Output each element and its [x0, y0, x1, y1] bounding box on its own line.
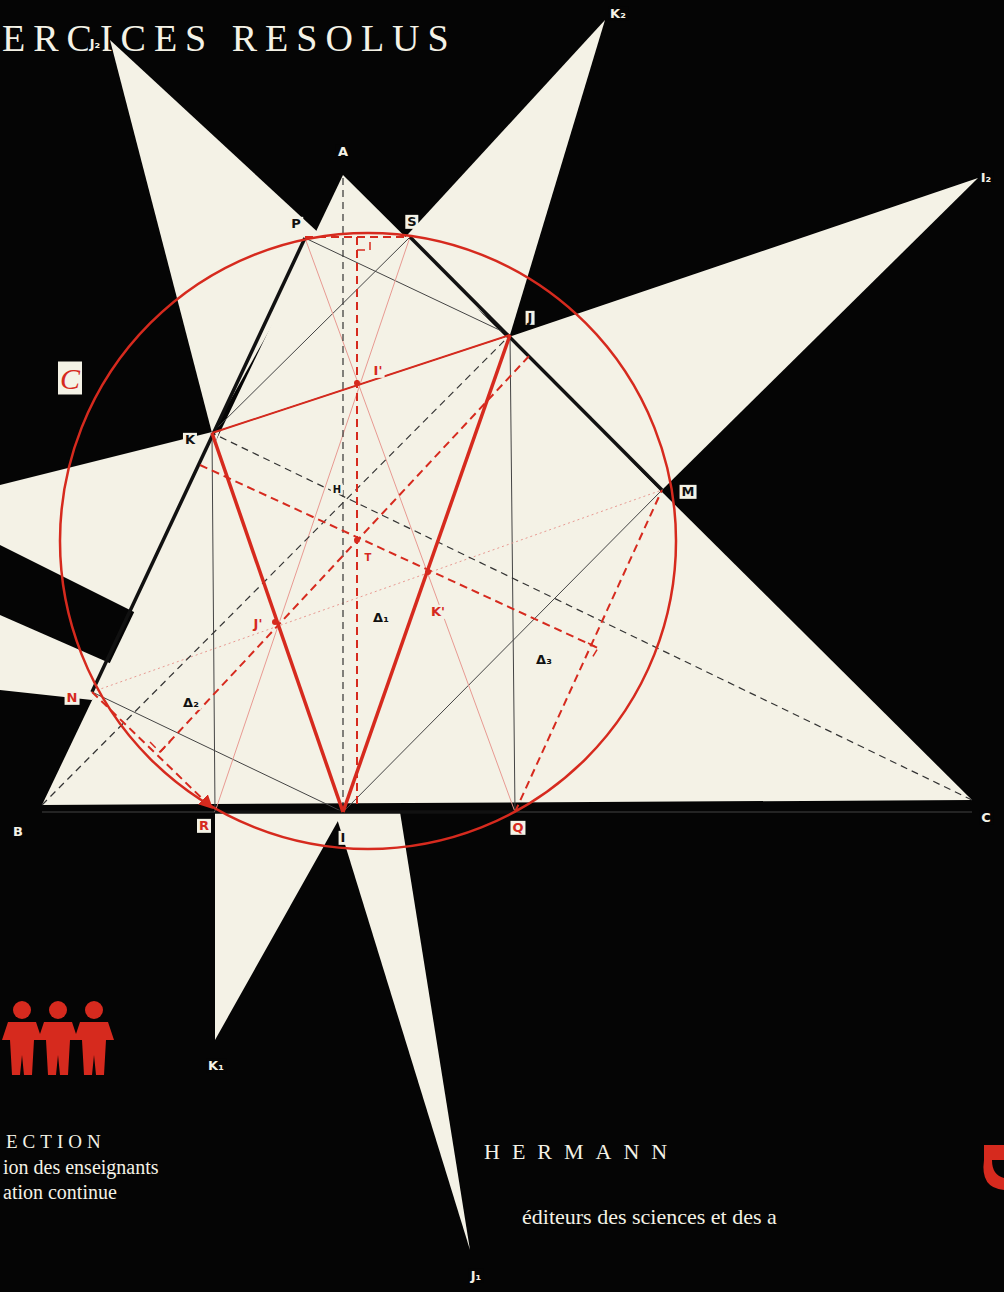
- point-label: J: [526, 311, 535, 325]
- publisher-logo: [983, 1145, 1004, 1190]
- circle-name: C: [58, 362, 82, 395]
- point-label: K': [429, 605, 447, 619]
- point-label: N: [65, 691, 80, 705]
- point-label: R: [197, 819, 211, 833]
- publisher-name: HERMANN: [484, 1140, 679, 1164]
- point-label: K₂: [608, 7, 628, 21]
- red-dashed-lines: [92, 237, 662, 812]
- point-label: P: [289, 217, 303, 231]
- point-label: J': [252, 617, 265, 631]
- red-points: [272, 380, 431, 625]
- point-label: I': [372, 364, 385, 378]
- point-label: K: [183, 433, 197, 447]
- point-label: I₂: [979, 171, 994, 185]
- collection-name: ECTION: [6, 1132, 106, 1153]
- circle-c: [60, 233, 676, 849]
- point-label: T: [363, 552, 374, 563]
- construction-lines: [42, 237, 972, 812]
- dashed-altitudes: [42, 178, 972, 812]
- point-label: J₁: [469, 1269, 484, 1283]
- point-label: Q: [510, 821, 525, 835]
- thick-black-lines: [92, 237, 662, 812]
- collection-name: ation continue: [3, 1181, 117, 1203]
- red-triangle: [212, 335, 510, 812]
- point-label: A: [336, 145, 350, 159]
- point-label: M: [680, 485, 697, 499]
- point-label: J₂: [88, 37, 103, 51]
- point-label: K₁: [206, 1059, 226, 1073]
- point-label: I: [339, 831, 348, 845]
- line-name: Δ₃: [534, 653, 554, 667]
- collection-logo: [2, 1001, 114, 1075]
- point-label: B: [11, 825, 25, 839]
- line-name: Δ₂: [181, 696, 201, 710]
- point-label: C: [979, 811, 993, 825]
- point-label: H: [331, 484, 343, 495]
- pink-lines: [92, 237, 662, 812]
- collection-name: ion des enseignants: [3, 1156, 159, 1178]
- publisher-tagline: éditeurs des sciences et des a: [522, 1205, 777, 1229]
- line-name: Δ₁: [371, 611, 391, 625]
- book-title: ERCICES RESOLUS: [2, 18, 457, 60]
- point-label: S: [405, 215, 418, 229]
- star-shape: [0, 20, 978, 1250]
